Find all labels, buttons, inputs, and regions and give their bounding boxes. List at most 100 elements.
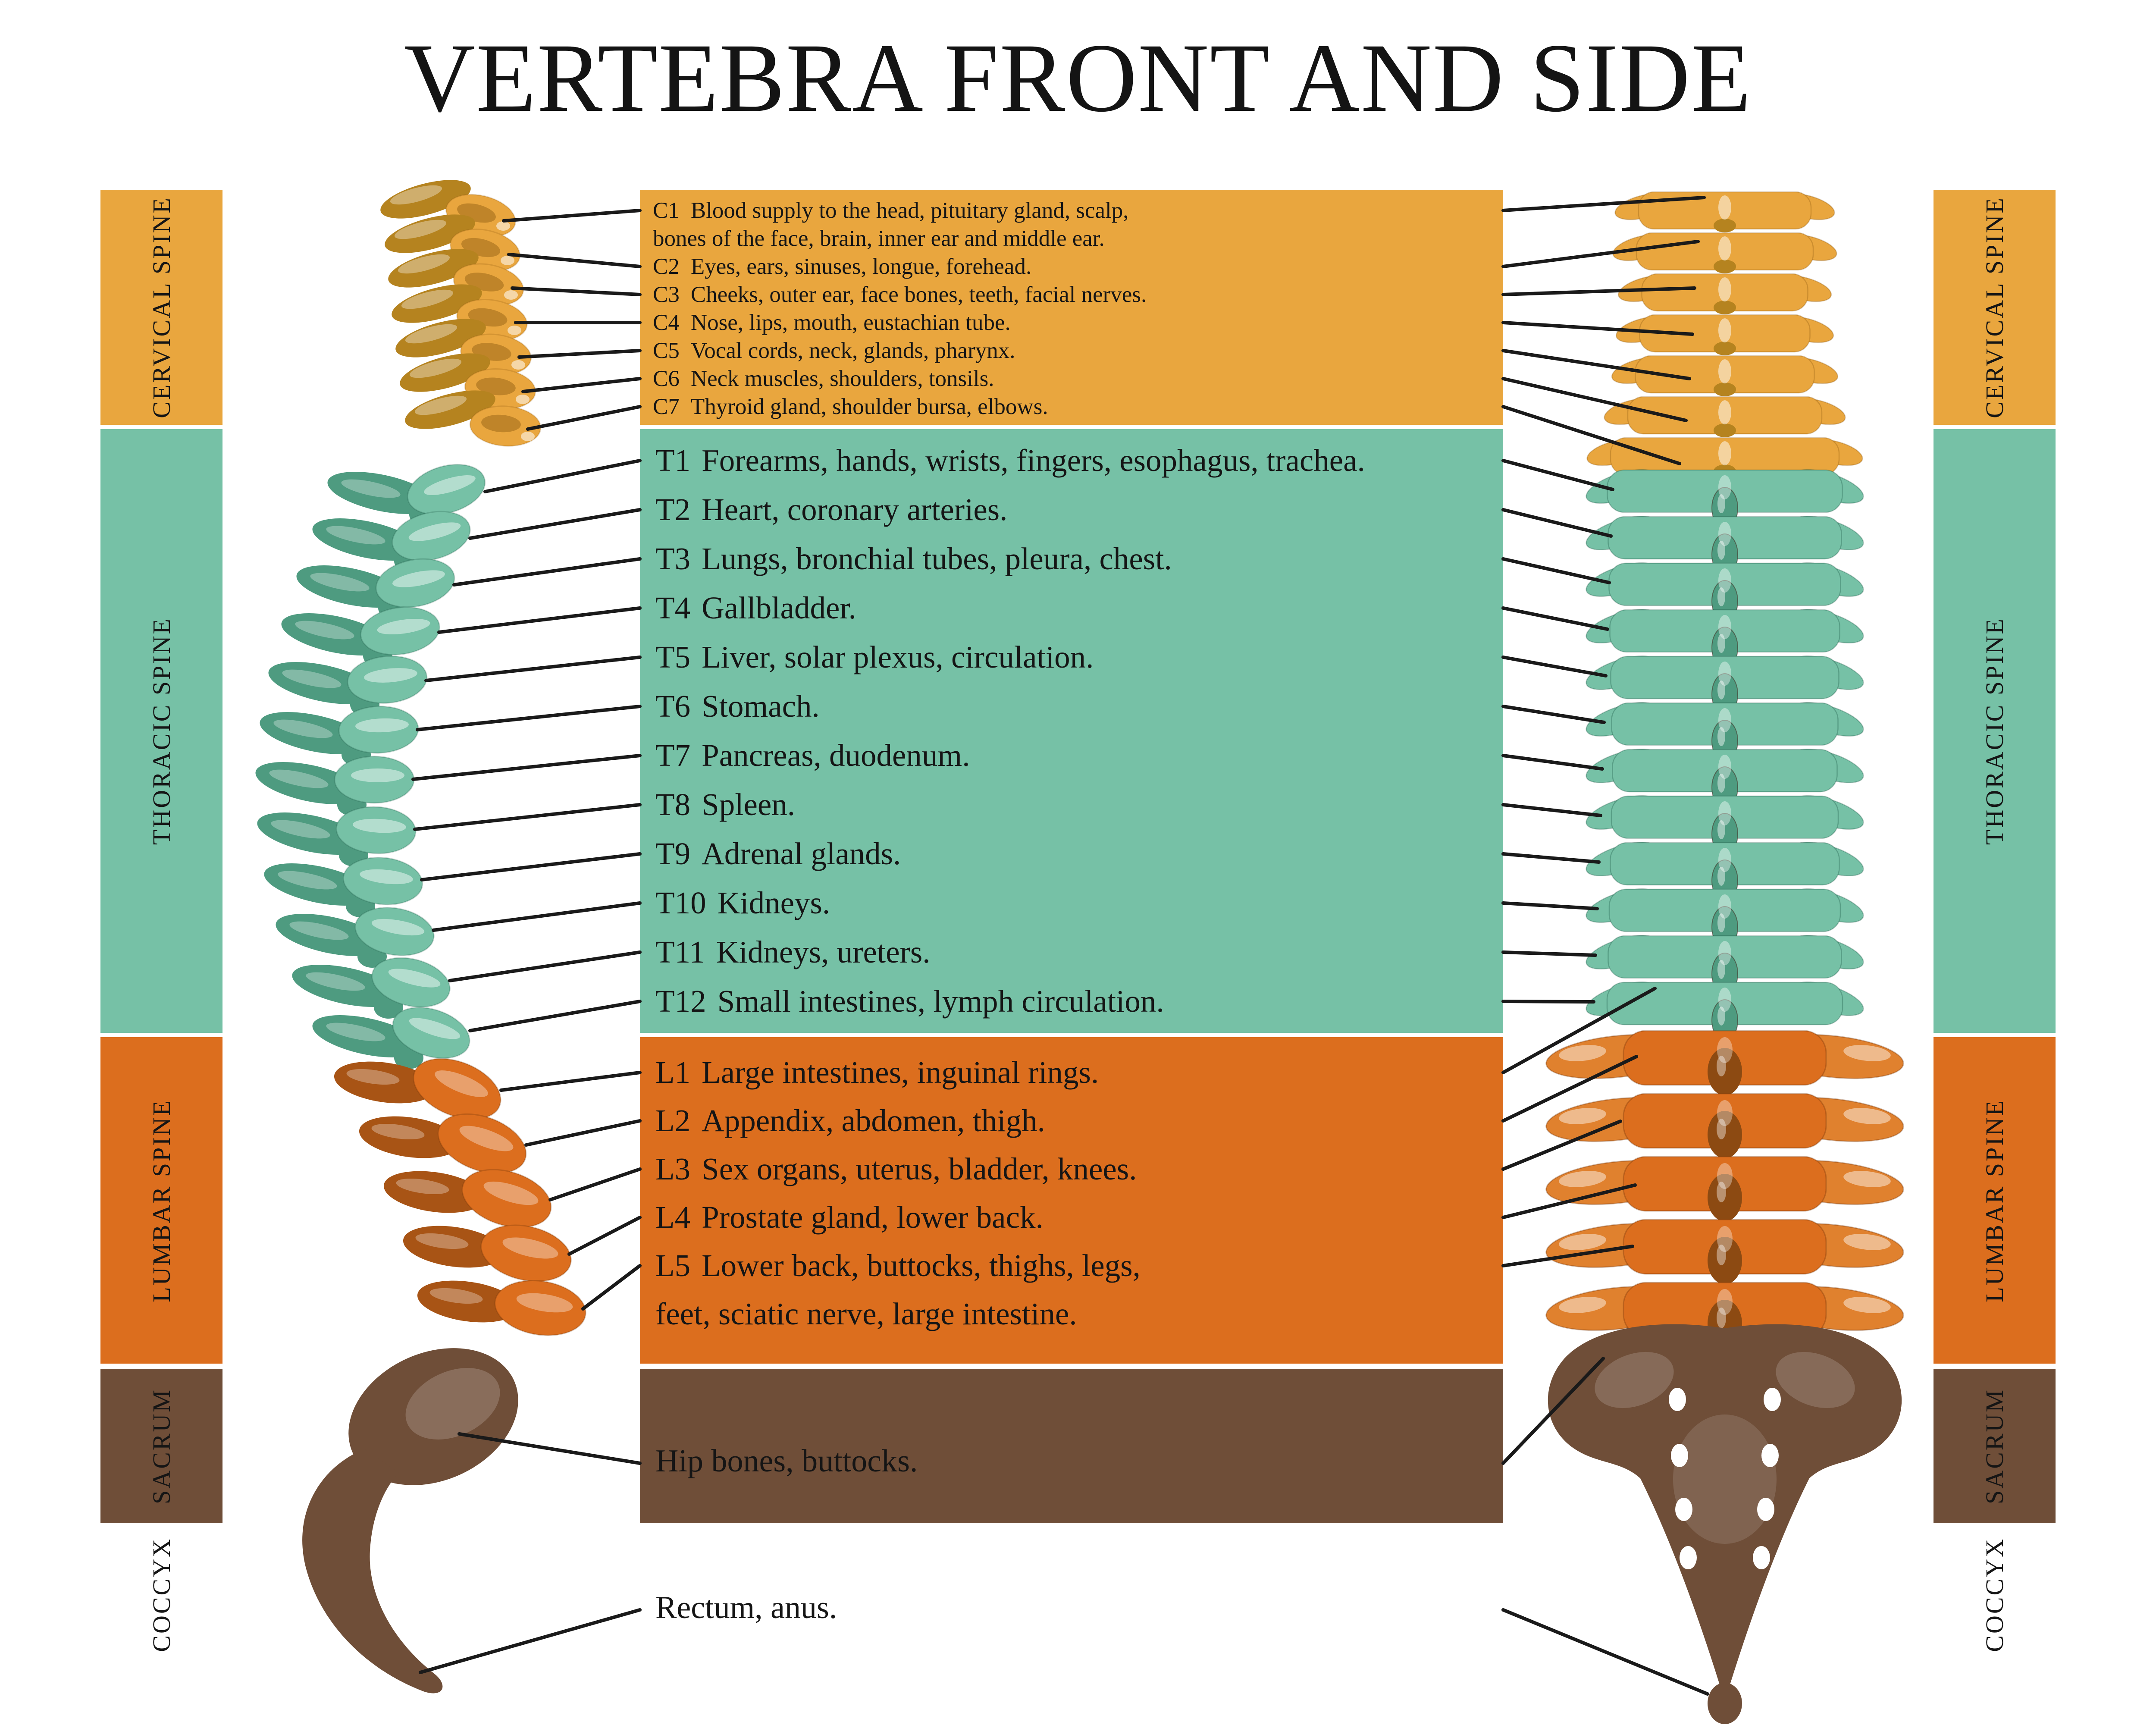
front-view-spine: [1545, 191, 1904, 1724]
leader-right-T10: [1501, 901, 1599, 910]
leader-left-C7: [526, 405, 642, 431]
leader-left-T3: [452, 557, 642, 586]
leader-right-L3: [1501, 1120, 1622, 1171]
leader-left-C5: [517, 349, 642, 359]
entry-text: Thyroid gland, shoulder bursa, elbows.: [690, 394, 1048, 419]
entry-text: Gallbladder.: [702, 590, 856, 625]
leader-right-T6: [1501, 705, 1606, 724]
vertebra-code-L2: L2: [655, 1103, 691, 1138]
leader-left-T9: [420, 852, 642, 881]
side-lumbar-vertebra-L3: [383, 1169, 552, 1228]
entry-text: Blood supply to the head, pituitary glan…: [690, 198, 1129, 223]
leader-left-T8: [413, 803, 642, 831]
front-thoracic-vertebra-T5: [1586, 655, 1864, 715]
front-lumbar-vertebra-L3: [1545, 1156, 1904, 1221]
leader-left-T7: [411, 754, 642, 781]
sidebar-left-label-cervical: CERVICAL SPINE: [147, 196, 175, 418]
side-cervical-vertebra-C5: [395, 319, 532, 376]
leader-right-T7: [1501, 754, 1604, 771]
sidebar-right-label-lumbar: LUMBAR SPINE: [1981, 1098, 2009, 1302]
entry-line-C1-1: bones of the face, brain, inner ear and …: [653, 225, 1495, 253]
sidebar-right-label-thoracic: THORACIC SPINE: [1981, 617, 2009, 845]
sacral-foramen-3: [1671, 1444, 1688, 1467]
vertebra-code-T6: T6: [655, 689, 691, 724]
leader-left-C2: [507, 253, 642, 268]
front-lumbar-vertebra-L2: [1545, 1093, 1904, 1158]
leader-left-T1: [483, 459, 642, 493]
leader-left-coccyx: [419, 1608, 642, 1674]
front-thoracic-vertebra-T1: [1586, 469, 1864, 529]
entry-text: Large intestines, inguinal rings.: [702, 1055, 1099, 1090]
vertebra-code-C7: C7: [653, 394, 680, 419]
entry-text: Appendix, abdomen, thigh.: [702, 1103, 1045, 1138]
leader-right-L1: [1501, 987, 1657, 1074]
sidebar-left-label-coccyx: COCCYX: [147, 1537, 175, 1652]
leader-left-L2: [524, 1119, 642, 1147]
leader-right-T8: [1501, 803, 1602, 817]
sidebar-right-band-sacrum: SACRUM: [1934, 1369, 2056, 1523]
sacral-foramen-2: [1764, 1388, 1781, 1411]
entry-text: Heart, coronary arteries.: [702, 492, 1008, 527]
entry-text: Neck muscles, shoulders, tonsils.: [690, 366, 994, 391]
sidebar-right-band-cervical: CERVICAL SPINE: [1934, 190, 2056, 425]
info-block-coccyx: Rectum, anus.: [640, 1529, 1503, 1660]
entry-text: Lower back, buttocks, thighs, legs,: [702, 1248, 1141, 1283]
sacral-foramen-6: [1757, 1498, 1774, 1521]
vertebra-code-C2: C2: [653, 254, 680, 279]
sacral-foramen-4: [1761, 1444, 1779, 1467]
leader-left-T2: [468, 508, 642, 540]
front-thoracic-vertebra-T12: [1586, 981, 1864, 1041]
sacral-foramen-5: [1675, 1498, 1692, 1521]
front-cervical-vertebra-C1: [1614, 191, 1835, 232]
side-thoracic-vertebra-T10: [276, 906, 435, 968]
vertebra-code-T10: T10: [655, 885, 706, 920]
leader-left-T12: [468, 1000, 642, 1032]
entry-text: Small intestines, lymph circulation.: [717, 984, 1164, 1019]
entry-text: Hip bones, buttocks.: [655, 1443, 918, 1479]
vertebra-code-T3: T3: [655, 541, 691, 576]
front-sacrum: [1548, 1324, 1902, 1724]
side-cervical-vertebra-C3: [388, 249, 524, 306]
vertebra-code-T1: T1: [655, 443, 691, 478]
side-cervical-vertebra-C2: [385, 214, 521, 272]
leader-left-C1: [502, 209, 642, 223]
vertebra-code-L4: L4: [655, 1200, 691, 1235]
leader-left-T6: [416, 705, 642, 731]
side-thoracic-vertebra-T1: [327, 464, 486, 526]
entry-text: Cheeks, outer ear, face bones, teeth, fa…: [690, 282, 1147, 307]
leader-right-T11: [1501, 950, 1597, 957]
vertebra-code-T9: T9: [655, 836, 691, 871]
leader-right-T12: [1501, 1000, 1595, 1004]
leader-left-T10: [432, 901, 642, 932]
front-lumbar-vertebra-L1: [1545, 1030, 1904, 1095]
entry-text: Nose, lips, mouth, eustachian tube.: [690, 310, 1011, 335]
front-thoracic-vertebra-T2: [1586, 515, 1864, 576]
leader-left-L1: [499, 1071, 642, 1092]
side-lumbar-vertebra-L2: [359, 1113, 527, 1174]
side-thoracic-vertebra-T6: [260, 706, 419, 766]
entry-text: Liver, solar plexus, circulation.: [702, 640, 1094, 674]
front-thoracic-vertebra-T9: [1586, 841, 1864, 902]
leader-right-C5: [1501, 349, 1691, 380]
entry-line-L5-1: feet, sciatic nerve, large intestine.: [655, 1290, 1495, 1338]
sidebar-right-label-sacrum: SACRUM: [1981, 1388, 2009, 1504]
page-title: VERTEBRA FRONT AND SIDE: [404, 24, 1752, 132]
side-lumbar-vertebra-L1: [334, 1058, 501, 1120]
info-block-sacrum-text: Hip bones, buttocks.: [655, 1443, 918, 1480]
leader-left-L5: [581, 1264, 642, 1311]
leader-right-C7: [1501, 405, 1681, 465]
